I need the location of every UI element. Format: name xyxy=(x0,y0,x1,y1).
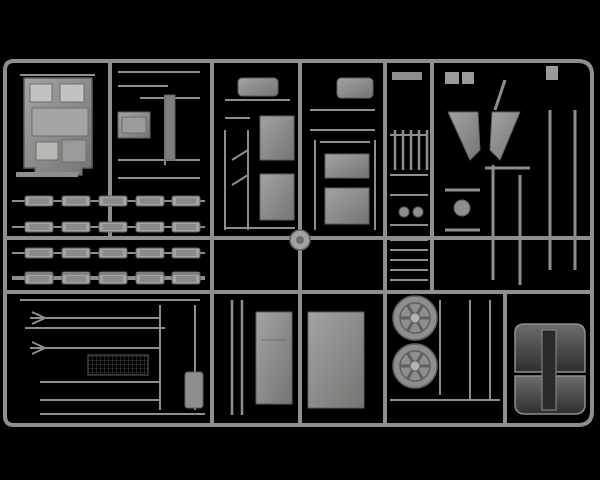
track-link-detail xyxy=(140,224,160,230)
track-link-detail xyxy=(176,224,196,230)
side-plate-part xyxy=(255,311,293,405)
panel-parts-col4 xyxy=(310,77,376,230)
track-links-group xyxy=(12,195,205,285)
track-link-detail xyxy=(66,198,86,204)
track-link-detail xyxy=(140,276,160,282)
track-link-detail xyxy=(140,250,160,256)
road-wheels xyxy=(392,295,438,389)
rods-col3-bottom xyxy=(230,300,244,415)
small-block xyxy=(184,371,204,409)
small-parts-column xyxy=(117,71,200,179)
thin-parts-bottom-left xyxy=(20,299,205,415)
dark-turret-parts xyxy=(514,323,586,415)
track-link-detail xyxy=(176,276,196,282)
small-parts-wheels-area xyxy=(390,300,500,401)
ladder-parts xyxy=(390,72,429,281)
track-link-detail xyxy=(103,276,123,282)
track-link-detail xyxy=(176,198,196,204)
armor-plate-part xyxy=(307,311,365,409)
panel-parts-col3 xyxy=(224,77,295,230)
track-link-detail xyxy=(66,224,86,230)
vented-panel xyxy=(87,354,149,376)
long-rods-group xyxy=(445,66,577,285)
sprue-hub xyxy=(289,229,311,251)
track-link-detail xyxy=(103,198,123,204)
track-link-detail xyxy=(29,198,49,204)
track-link-detail xyxy=(29,250,49,256)
track-link-detail xyxy=(176,250,196,256)
hull-deck-part xyxy=(16,74,95,177)
track-link-detail xyxy=(66,250,86,256)
track-link-detail xyxy=(103,250,123,256)
wheel-hub xyxy=(409,312,421,324)
track-link-detail xyxy=(29,224,49,230)
track-link-detail xyxy=(29,276,49,282)
track-link-detail xyxy=(66,276,86,282)
track-link-detail xyxy=(103,224,123,230)
wheel-hub xyxy=(409,360,421,372)
track-link-detail xyxy=(140,198,160,204)
